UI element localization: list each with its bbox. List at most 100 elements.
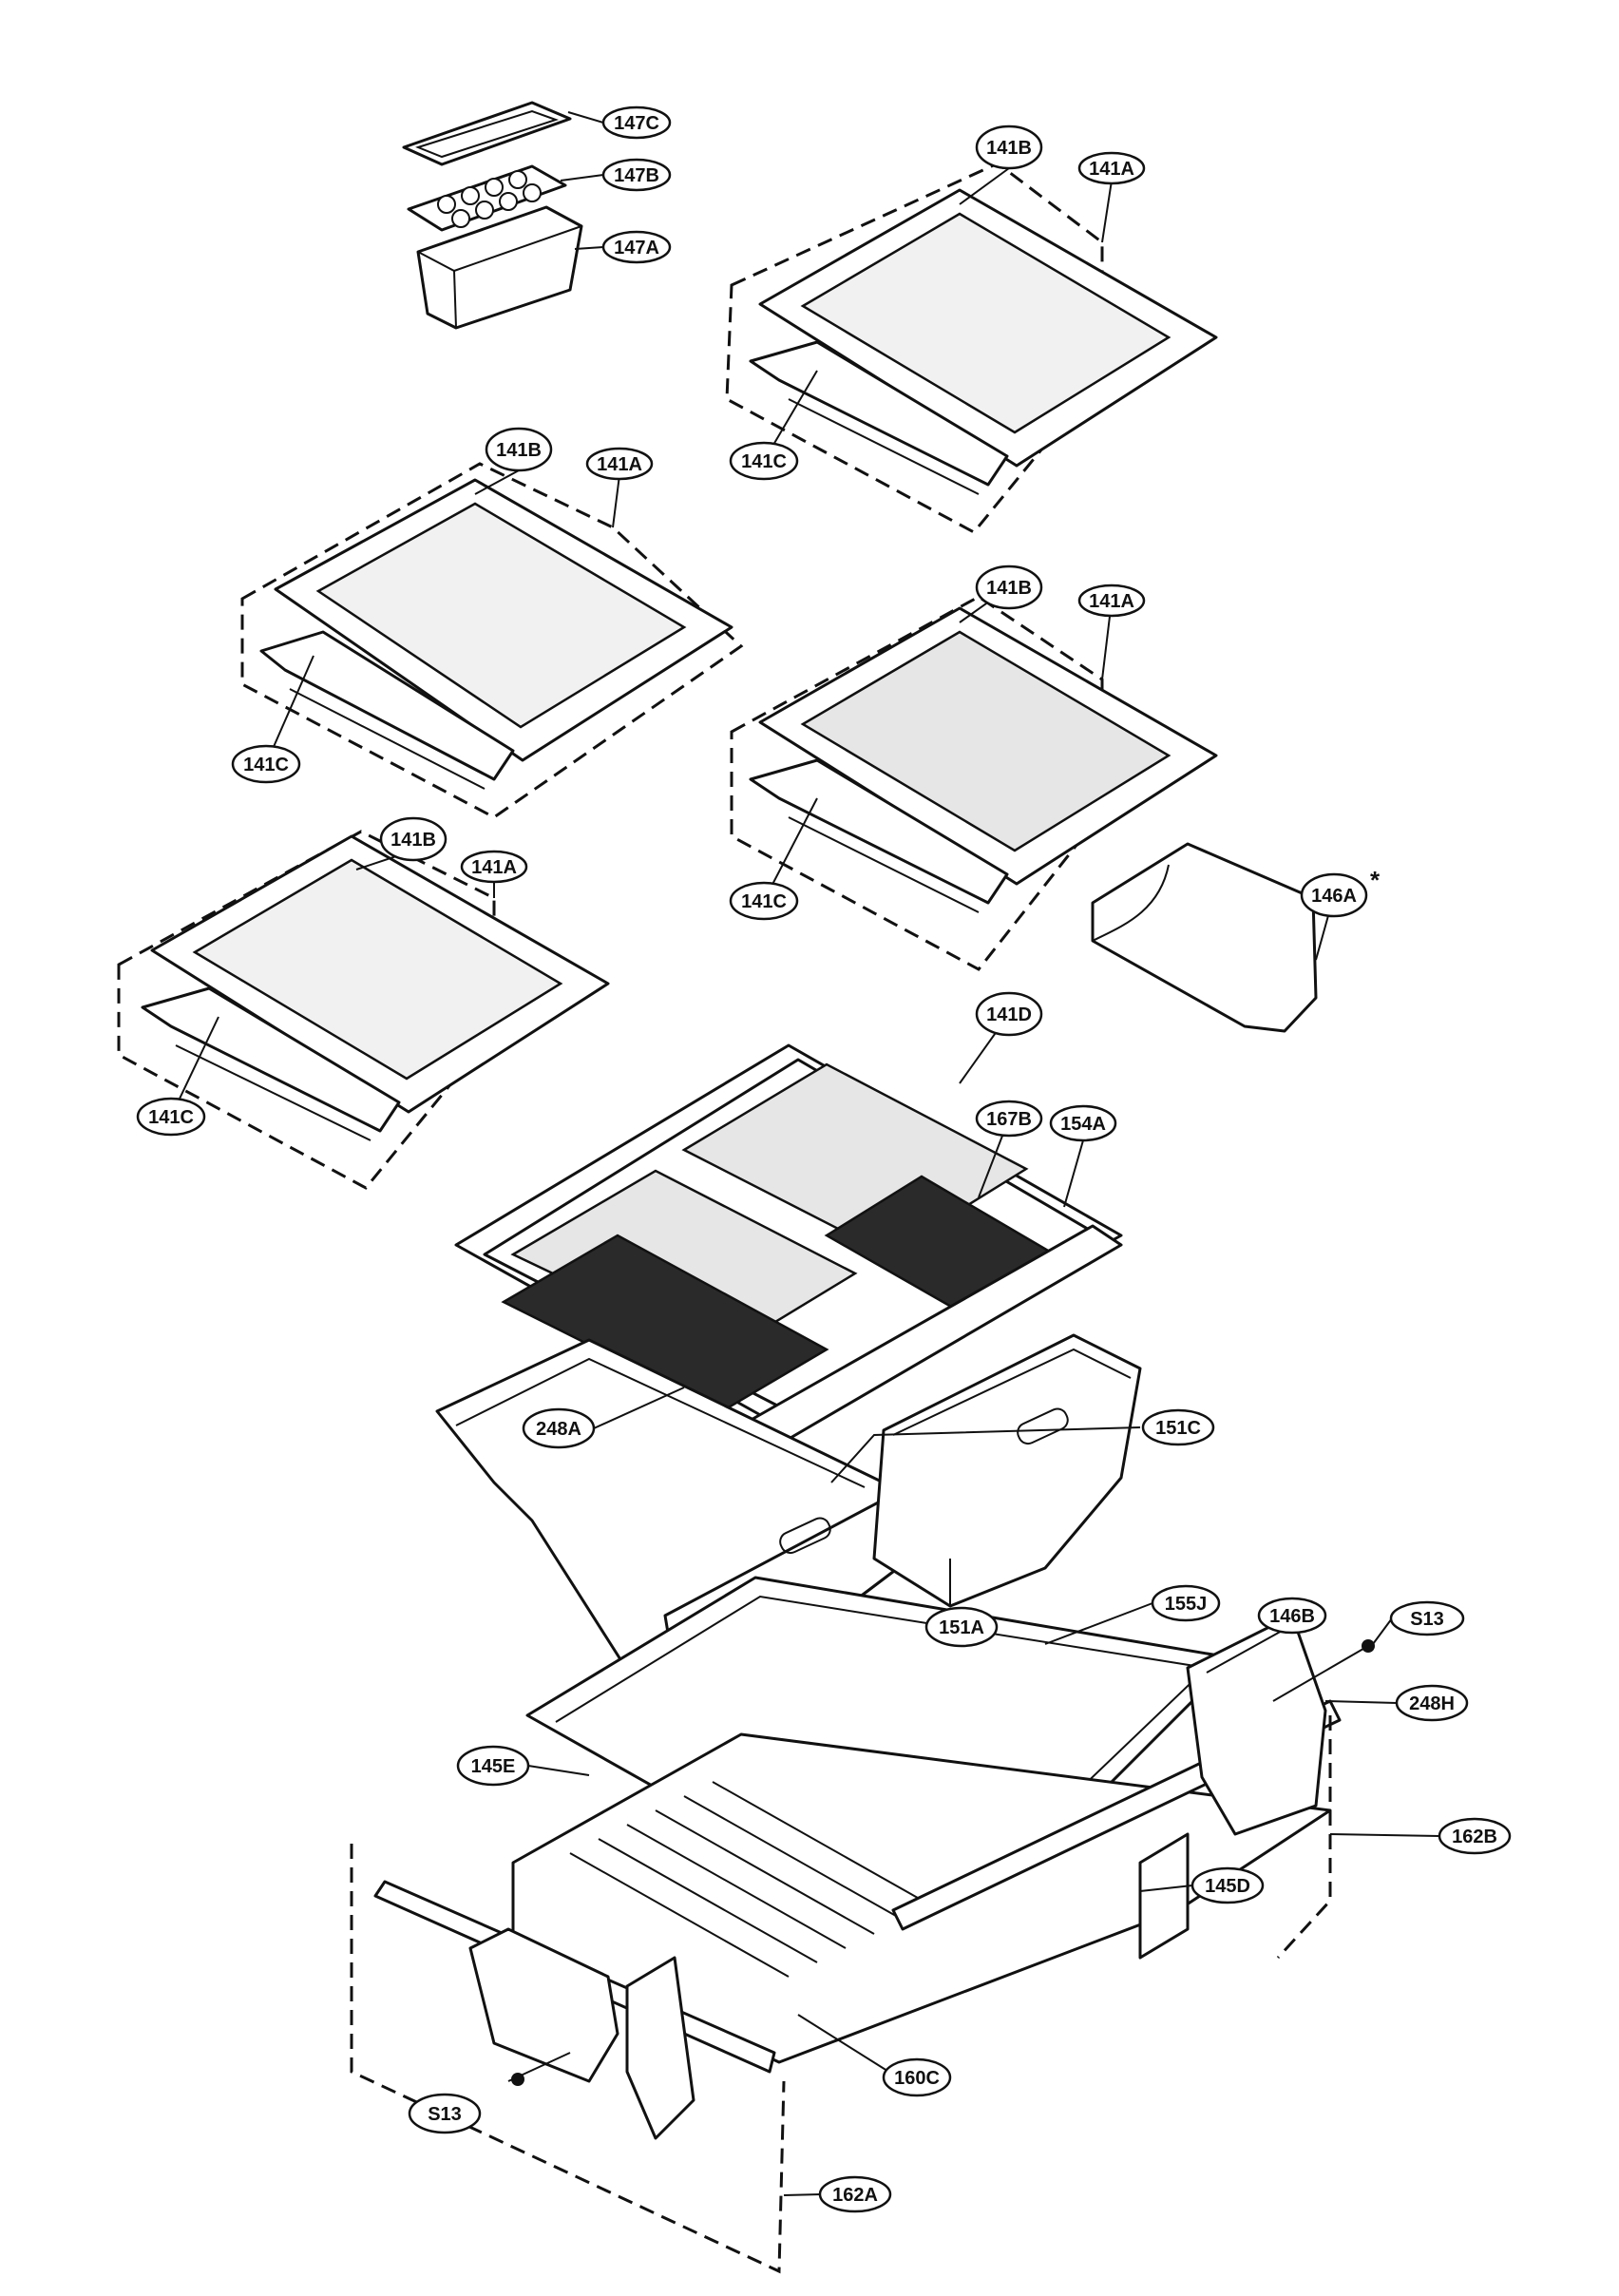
egg-tray-lid <box>402 101 572 166</box>
egg-box-edge <box>453 270 457 329</box>
callout-147C: 147C <box>601 105 672 140</box>
svg-text:141C: 141C <box>741 891 787 912</box>
shelf-assembly-3 <box>730 595 1318 1033</box>
shelf-group-2-boundary <box>240 462 744 819</box>
shelf-assembly-2 <box>240 462 744 819</box>
callout-141C-2: 141C <box>231 744 301 784</box>
callout-154A: 154A <box>1049 1104 1117 1142</box>
callout-141A-4: 141A <box>460 850 528 884</box>
crisper-drawer-right-inner <box>892 1348 1132 1436</box>
pantry-ribs <box>569 1781 932 1978</box>
callout-147A: 147A <box>601 230 672 264</box>
bottom-frame-bracket <box>468 1927 619 2083</box>
callout-146B: 146B <box>1257 1597 1327 1635</box>
lower-compartment <box>511 1576 1342 2064</box>
svg-text:248A: 248A <box>536 1419 581 1440</box>
leader-lines <box>170 111 1440 2196</box>
crisper-drawer-left-handle <box>779 1517 831 1555</box>
shelf-3-bracket <box>749 758 1009 905</box>
egg-holder-cups <box>437 170 542 228</box>
callout-141C-4: 141C <box>136 1097 206 1137</box>
svg-text:141B: 141B <box>986 138 1032 159</box>
callout-146A: 146A <box>1300 872 1368 918</box>
callout-141A-1: 141A <box>1077 151 1146 185</box>
callout-167B: 167B <box>975 1100 1043 1138</box>
svg-text:145E: 145E <box>471 1756 516 1777</box>
svg-text:146B: 146B <box>1269 1606 1315 1627</box>
svg-text:141D: 141D <box>986 1004 1032 1025</box>
callout-151A: 151A <box>924 1606 999 1648</box>
callout-141B-1: 141B <box>975 124 1043 170</box>
svg-text:147A: 147A <box>614 238 659 258</box>
svg-text:141C: 141C <box>243 755 289 775</box>
callout-141A-3: 141A <box>1077 584 1146 618</box>
callout-S13-bottom: S13 <box>408 2093 482 2134</box>
svg-text:248H: 248H <box>1409 1693 1455 1714</box>
svg-text:141A: 141A <box>1089 159 1134 180</box>
side-bracket-boundary <box>1276 1715 1332 1960</box>
shelf-cover-curve <box>1092 864 1170 942</box>
svg-text:145D: 145D <box>1205 1876 1250 1897</box>
callout-141D: 141D <box>975 991 1043 1037</box>
shelf-cover <box>1091 842 1318 1033</box>
svg-text:S13: S13 <box>428 2104 462 2125</box>
shelf-2-bracket <box>259 630 515 781</box>
callout-141B-3: 141B <box>975 564 1043 610</box>
asterisk-note-mark: * <box>1370 866 1381 894</box>
svg-text:141B: 141B <box>496 440 542 461</box>
egg-box <box>416 205 583 330</box>
svg-text:160C: 160C <box>894 2068 940 2089</box>
svg-text:141B: 141B <box>986 578 1032 599</box>
callout-145E: 145E <box>456 1745 530 1787</box>
svg-text:147B: 147B <box>614 165 659 186</box>
shelf-2-glass <box>315 502 687 729</box>
shelf-1-bracket <box>749 340 1009 487</box>
pantry-side-cover <box>1138 1832 1190 1960</box>
callout-147B: 147B <box>601 158 672 192</box>
svg-text:155J: 155J <box>1165 1594 1208 1615</box>
shelf-3-glass <box>800 630 1171 852</box>
screw-top <box>1272 1639 1375 1702</box>
egg-tray-lid-inner <box>415 109 560 159</box>
callout-151C: 151C <box>1141 1408 1215 1446</box>
callout-160C: 160C <box>882 2057 952 2097</box>
callout-141B-4: 141B <box>379 816 448 862</box>
svg-text:147C: 147C <box>614 113 659 134</box>
svg-text:141B: 141B <box>390 830 436 851</box>
callout-248A: 248A <box>522 1407 596 1449</box>
callout-162A: 162A <box>818 2175 892 2213</box>
shelf-4-glass <box>192 858 563 1081</box>
shelf-4-bracket <box>141 986 401 1133</box>
shelf-1-glass <box>800 212 1171 434</box>
shelf-3-rail <box>788 816 980 913</box>
crisper-drawer-right-handle <box>1017 1407 1069 1445</box>
callout-141C-1: 141C <box>729 441 799 481</box>
screw-bottom <box>507 2052 571 2086</box>
callout-S13-top: S13 <box>1389 1600 1465 1636</box>
shelf-assembly-1 <box>725 162 1218 534</box>
callout-248H: 248H <box>1395 1684 1469 1722</box>
svg-text:141C: 141C <box>741 451 787 472</box>
crisper-cover-assembly <box>454 1043 1123 1446</box>
callout-141C-3: 141C <box>729 881 799 921</box>
callout-162B: 162B <box>1438 1817 1512 1855</box>
svg-text:151A: 151A <box>939 1617 984 1638</box>
svg-text:146A: 146A <box>1311 886 1357 907</box>
bottom-frame-assembly <box>350 1844 786 2274</box>
callout-141B-2: 141B <box>485 427 553 472</box>
callout-155J: 155J <box>1151 1584 1221 1622</box>
svg-text:162B: 162B <box>1452 1827 1497 1847</box>
bottom-frame-boundary <box>350 1844 786 2274</box>
shelf-1-rail <box>788 398 980 495</box>
svg-text:162A: 162A <box>832 2185 878 2206</box>
svg-text:141C: 141C <box>148 1107 194 1128</box>
shelf-assembly-4 <box>117 830 610 1190</box>
svg-text:154A: 154A <box>1060 1114 1106 1135</box>
svg-text:141A: 141A <box>1089 591 1134 612</box>
egg-tray-assembly <box>402 101 583 330</box>
callout-141A-2: 141A <box>585 447 654 481</box>
svg-text:141A: 141A <box>471 857 517 878</box>
crisper-drawer-right <box>872 1333 1142 1608</box>
crisper-drawer-left-inner <box>455 1357 866 1488</box>
